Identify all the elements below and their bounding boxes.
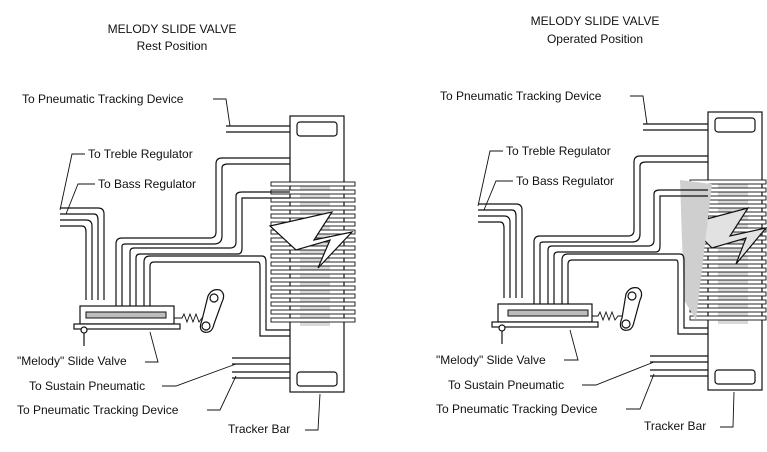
left-slide-valve-base [73, 323, 181, 330]
left-title: MELODY SLIDE VALVE [108, 22, 237, 36]
right-title: MELODY SLIDE VALVE [531, 14, 660, 28]
right-tracker-bar-bottom-port [714, 369, 756, 385]
right-pipe-valve-b [547, 189, 708, 304]
left-break-symbol [268, 211, 354, 269]
left-leader-sustain [162, 363, 237, 387]
right-slide-valve-base [491, 321, 599, 328]
right-slide-valve-pin [498, 324, 506, 332]
left-label-pneumatic-tracking-bottom: To Pneumatic Tracking Device [17, 403, 179, 417]
left-spring [174, 312, 208, 324]
right-label-tracker-bar: Tracker Bar [644, 419, 706, 433]
left-label-treble-regulator: To Treble Regulator [88, 147, 193, 161]
left-panel: MELODY SLIDE VALVE Rest Position To Pneu… [17, 22, 356, 436]
left-label-pneumatic-tracking-top: To Pneumatic Tracking Device [22, 92, 184, 106]
left-leader-treble [59, 153, 85, 211]
left-lever-pivot-top [209, 293, 219, 303]
left-pipe-valve-c [143, 255, 290, 337]
right-tracker-bar-top-port [714, 117, 756, 133]
right-slide-valve-slider [507, 309, 589, 317]
right-pipe-bass-regulator [478, 215, 511, 298]
left-slide-valve-pin [80, 326, 88, 334]
right-break-shadow [680, 180, 712, 320]
right-label-sustain-pneumatic: To Sustain Pneumatic [448, 378, 564, 392]
left-leader-pneumatic-bottom [207, 375, 237, 411]
right-pipe-sustain [650, 355, 708, 363]
left-label-melody-slide-valve: "Melody" Slide Valve [17, 354, 127, 368]
left-pipe-treble-regulator [60, 207, 105, 300]
right-leader-pneumatic-bottom [626, 373, 655, 410]
left-label-bass-regulator: To Bass Regulator [98, 177, 196, 191]
left-tracker-bar-bottom-port [296, 371, 338, 387]
right-leader-treble [477, 150, 503, 207]
right-lever-pivot-bottom [621, 319, 631, 329]
left-leader-slide-valve [145, 331, 159, 363]
left-leader-pneumatic-top [213, 98, 231, 127]
right-label-melody-slide-valve: "Melody" Slide Valve [436, 353, 546, 367]
right-leader-slide-valve [564, 329, 579, 361]
left-leader-bass [65, 183, 95, 215]
left-pipe-tracking-top [226, 125, 290, 133]
right-label-pneumatic-tracking-top: To Pneumatic Tracking Device [440, 89, 602, 103]
left-leader-tracker-bar [305, 393, 321, 431]
left-label-sustain-pneumatic: To Sustain Pneumatic [29, 379, 145, 393]
right-pipe-tracking-top [643, 123, 708, 131]
right-pipe-treble-regulator [478, 203, 523, 298]
right-label-bass-regulator: To Bass Regulator [516, 174, 614, 188]
left-lever-pivot-bottom [201, 321, 211, 331]
left-pipe-valve-a [115, 157, 290, 306]
right-pipe-valve-c [561, 253, 708, 335]
left-pipe-tracking-bottom [232, 371, 290, 379]
right-leader-sustain [582, 361, 655, 386]
left-tracker-bar-top-port [296, 121, 338, 137]
right-pipe-valve-a [533, 155, 708, 304]
left-label-tracker-bar: Tracker Bar [228, 422, 290, 436]
left-pipe-bass-regulator [60, 219, 93, 300]
right-pipe-tracking-bottom [650, 369, 708, 377]
right-panel: MELODY SLIDE VALVE Operated Position To … [436, 14, 767, 433]
right-label-treble-regulator: To Treble Regulator [506, 144, 611, 158]
left-subtitle: Rest Position [137, 39, 208, 53]
left-pipe-sustain [232, 357, 290, 365]
right-spring [592, 310, 624, 322]
right-lever-pivot-top [627, 291, 637, 301]
right-leader-bass [483, 180, 513, 211]
right-leader-tracker-bar [720, 391, 735, 428]
right-label-pneumatic-tracking-bottom: To Pneumatic Tracking Device [436, 402, 598, 416]
right-subtitle: Operated Position [547, 32, 643, 46]
left-slide-valve-slider [85, 311, 167, 319]
left-pipe-valve-b [129, 191, 290, 306]
right-leader-pneumatic-top [630, 95, 648, 125]
